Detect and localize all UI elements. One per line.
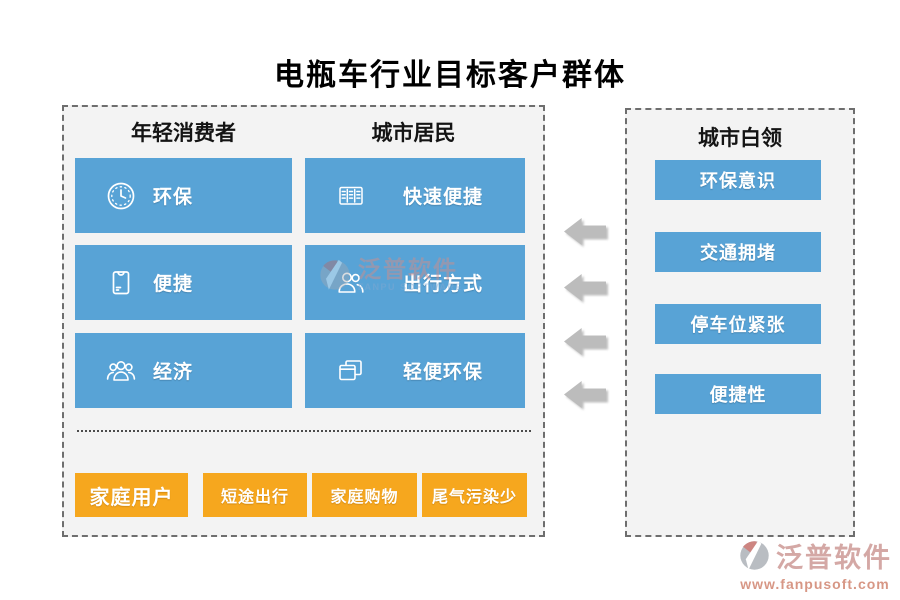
fanpu-logo-icon [738,539,771,572]
node-family-shopping: 家庭购物 [312,473,417,517]
dotted-divider [77,430,531,432]
column-header-white-collar: 城市白领 [698,126,782,150]
node-travel-mode: 出行方式 [305,245,525,320]
node-parking-shortage: 停车位紧张 [655,304,821,344]
node-eco-awareness: 环保意识 [655,160,821,200]
node-label: 快速便捷 [403,187,484,208]
node-convenience: 便捷性 [655,374,821,414]
column-header-urban-residents: 城市居民 [371,121,456,145]
list-board-icon [333,178,369,214]
main-customers-panel: 年轻消费者 城市居民 环保 便捷 [62,105,545,537]
node-label: 出行方式 [403,274,484,295]
node-label: 环保 [153,187,194,208]
node-convenient: 便捷 [75,245,292,320]
left-arrow-icon-2 [564,274,606,301]
node-eco-friendly: 环保 [75,158,292,233]
node-label: 环保意识 [700,171,776,191]
copy-windows-icon [333,353,369,389]
node-light-eco: 轻便环保 [305,333,525,408]
column-header-young-consumers: 年轻消费者 [131,121,236,145]
node-label: 轻便环保 [403,362,484,383]
node-label: 便捷性 [709,385,767,405]
fanpu-footer-logo: 泛普软件 www.fanpusoft.com [738,536,892,592]
node-label: 尾气污染少 [431,489,517,506]
left-arrow-icon-1 [564,218,606,245]
clock-icon [103,178,139,214]
node-low-emissions: 尾气污染少 [422,473,527,517]
node-label: 经济 [153,362,194,383]
node-traffic-congestion: 交通拥堵 [655,232,821,272]
white-collar-panel: 城市白领 环保意识 交通拥堵 停车位紧张 便捷性 [625,108,855,537]
node-family-users: 家庭用户 [75,473,188,517]
node-label: 短途出行 [220,489,289,506]
node-short-trips: 短途出行 [203,473,307,517]
node-label: 交通拥堵 [700,243,776,263]
node-label: 停车位紧张 [690,315,786,335]
left-arrow-icon-4 [564,381,606,408]
footer-logo-name: 泛普软件 [776,543,892,573]
footer-logo-url: www.fanpusoft.com [740,576,890,592]
node-label: 家庭用户 [89,486,174,509]
envelope-icon [103,265,139,301]
page-title: 电瓶车行业目标客户群体 [274,59,626,92]
node-economical: 经济 [75,333,292,408]
node-fast-convenient: 快速便捷 [305,158,525,233]
people-group-icon [103,353,139,389]
left-arrow-icon-3 [564,328,606,355]
node-label: 家庭购物 [330,489,399,506]
people-pair-icon [333,265,369,301]
node-label: 便捷 [153,274,194,295]
